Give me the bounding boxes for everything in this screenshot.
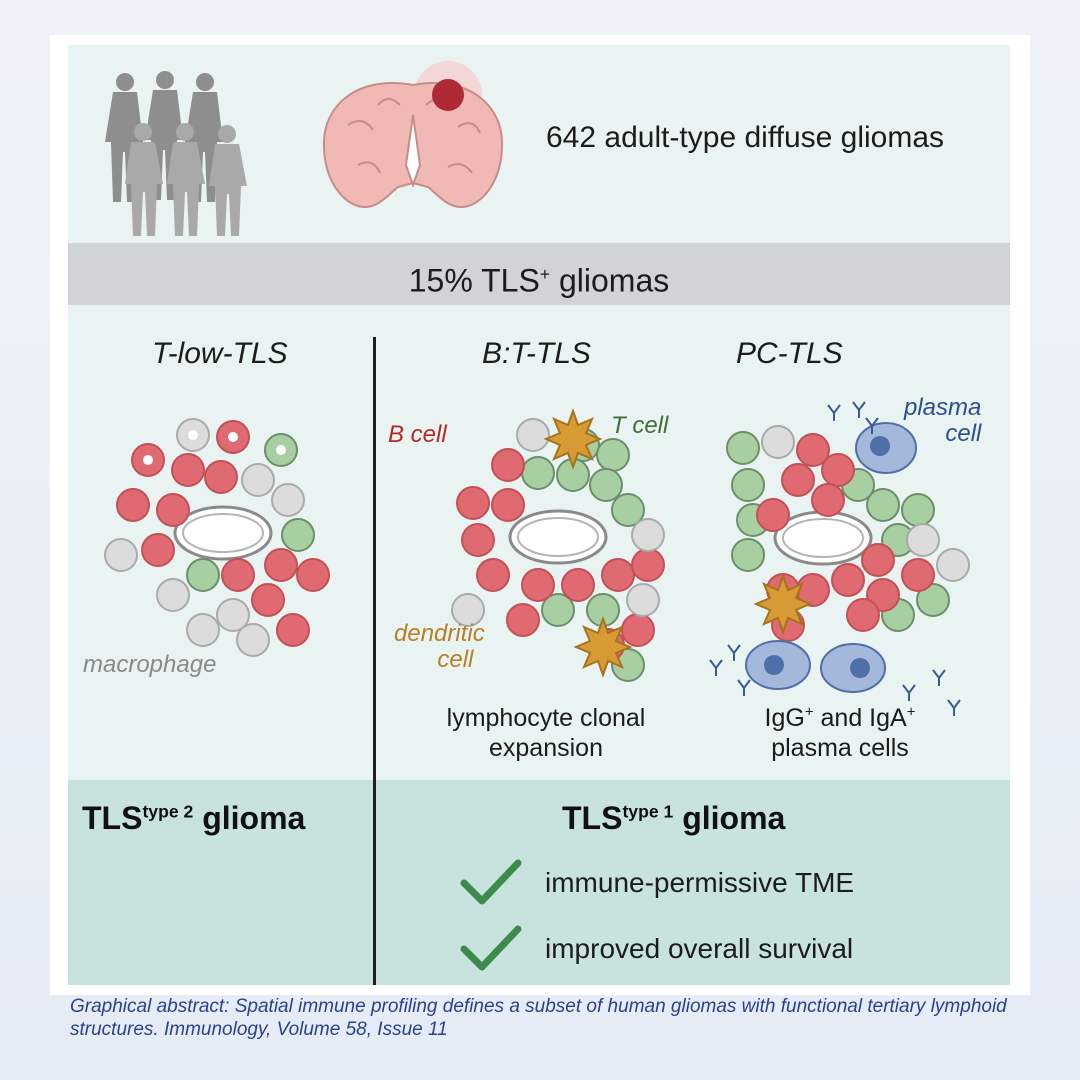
pc-caption-sup1: +	[804, 703, 814, 721]
type2-main: TLS	[82, 800, 143, 836]
label-plasma-line1: plasma	[904, 394, 982, 421]
bottom-band	[68, 780, 1010, 985]
label-dendritic-line2: cell	[437, 646, 474, 674]
bt-tls-caption: lymphocyte clonal expansion	[416, 703, 676, 763]
pc-caption-line2: plasma cells	[771, 734, 909, 762]
patient-cohort-icon	[105, 71, 247, 236]
label-b-cell: B cell	[388, 421, 447, 448]
type2-sup: type 2	[142, 801, 194, 822]
graphical-abstract-panel: 642 adult-type diffuse gliomas 15% TLS+ …	[68, 45, 1010, 985]
type1-main: TLS	[562, 800, 623, 836]
label-t-cell: T cell	[611, 412, 669, 439]
pc-caption-sup2: +	[906, 703, 916, 721]
type1-rest: glioma	[673, 800, 786, 836]
pc-caption-line1: IgG+ and IgA+	[710, 703, 970, 733]
label-dendritic-line1: dendritic	[394, 620, 485, 647]
figure-caption: Graphical abstract: Spatial immune profi…	[70, 996, 1007, 1040]
bt-tls-cluster	[451, 408, 665, 682]
check-text-survival: improved overall survival	[545, 933, 854, 964]
column-divider	[373, 337, 376, 985]
col-title-bt-tls: B:T-TLS	[482, 337, 591, 370]
pc-caption-igg: IgG	[764, 704, 805, 732]
tls-type1-title: TLStype 1 glioma	[562, 800, 785, 837]
band-sup: +	[539, 264, 551, 284]
checkmark-icon	[460, 925, 522, 971]
col-title-pc-tls: PC-TLS	[736, 337, 843, 370]
top-row: 642 adult-type diffuse gliomas	[68, 45, 1010, 243]
brain-tumor-icon	[322, 61, 504, 209]
type1-sup: type 1	[622, 801, 674, 822]
label-plasma-cell: plasma cell	[904, 394, 982, 448]
cohort-text: 642 adult-type diffuse gliomas	[546, 121, 945, 154]
check-text-immune: immune-permissive TME	[545, 867, 855, 898]
band-rest: gliomas	[550, 262, 670, 299]
bt-caption-line1: lymphocyte clonal	[446, 704, 646, 732]
label-plasma-line2: cell	[945, 420, 982, 448]
bt-caption-line2: expansion	[489, 734, 603, 762]
type2-rest: glioma	[193, 800, 306, 836]
pc-tls-cluster	[709, 401, 970, 716]
pc-tls-caption: IgG+ and IgA+ plasma cells	[710, 703, 970, 763]
tls-type2-title: TLStype 2 glioma	[82, 800, 305, 837]
tls-prevalence-band: 15% TLS+ gliomas	[68, 243, 1010, 305]
label-macrophage: macrophage	[83, 651, 217, 678]
t-low-tls-cluster	[104, 418, 330, 657]
label-dendritic-cell: dendritic cell	[394, 620, 485, 674]
pc-caption-iga: and IgA	[813, 704, 907, 732]
col-title-t-low-tls: T-low-TLS	[152, 337, 288, 370]
band-main: 15% TLS	[408, 262, 540, 299]
checkmark-icon	[460, 859, 522, 905]
